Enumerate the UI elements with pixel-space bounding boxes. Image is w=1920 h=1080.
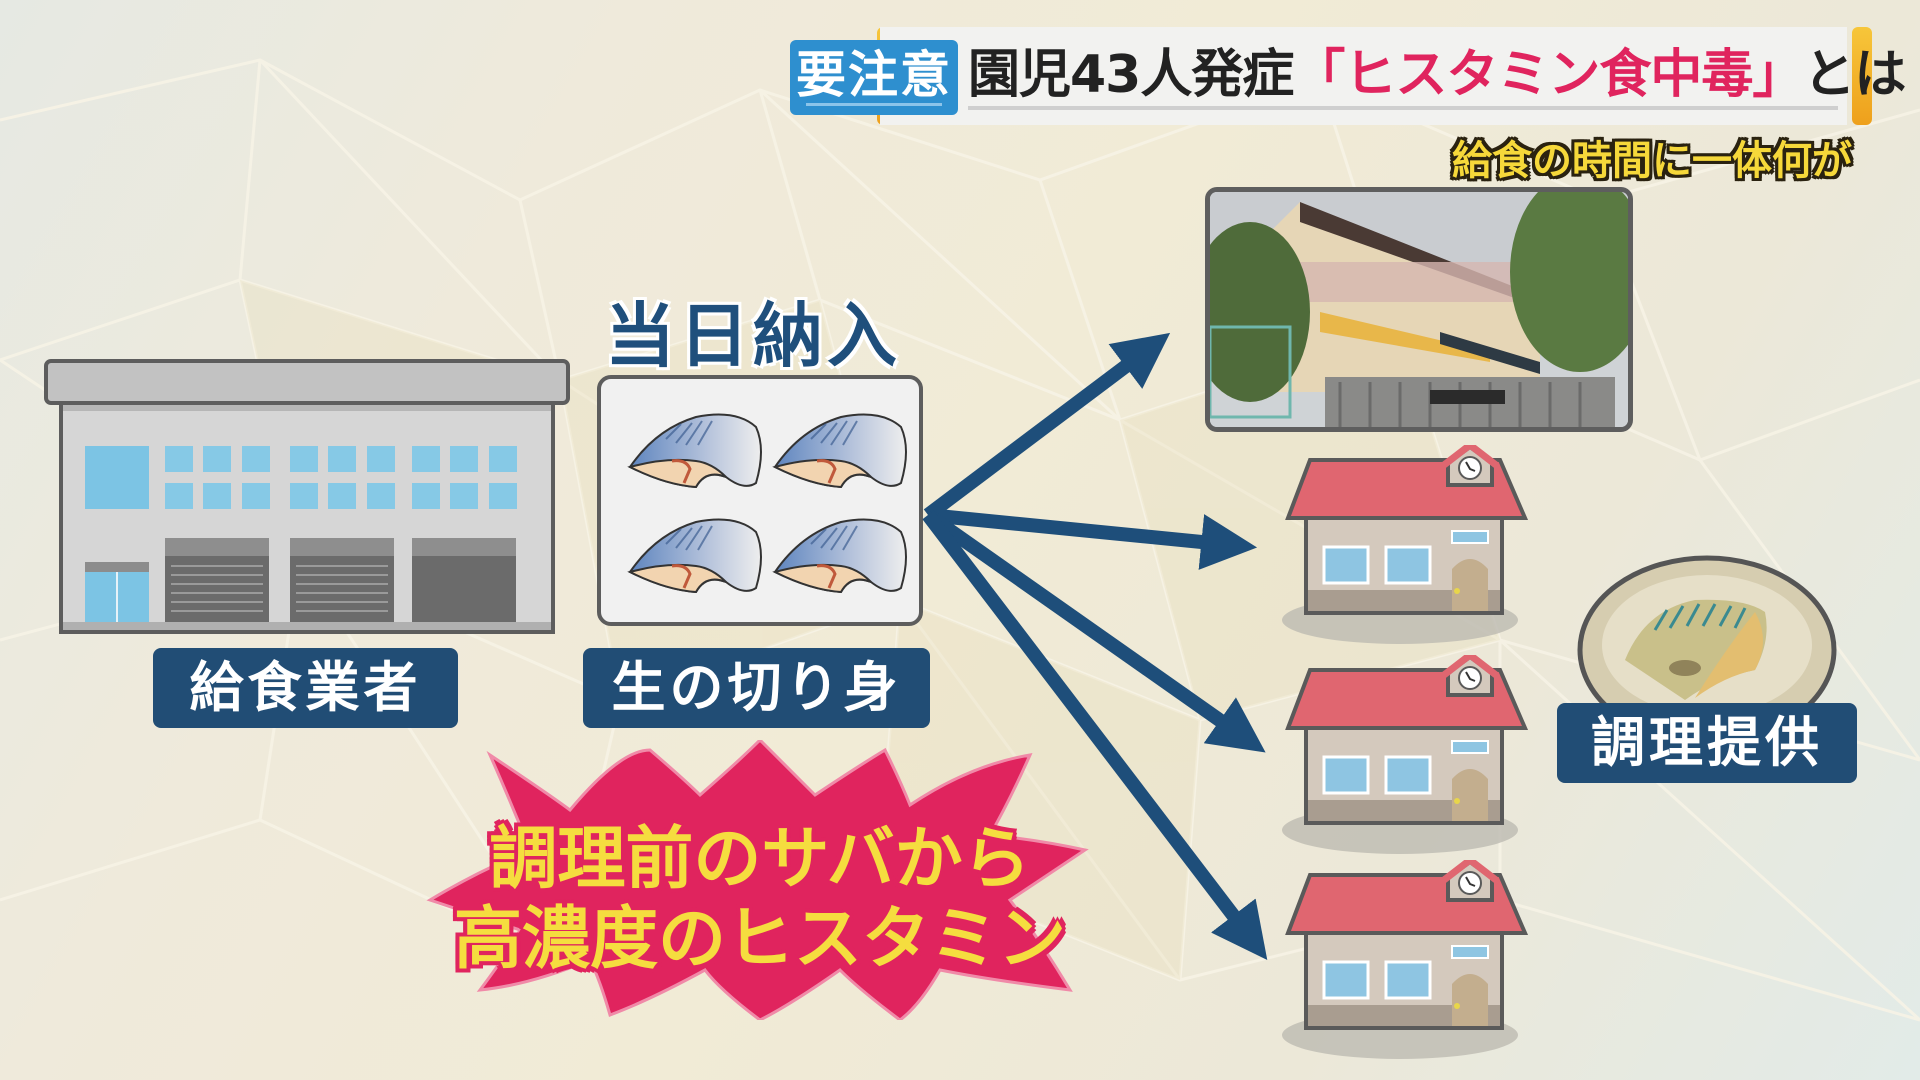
arrow-to-school-3	[922, 510, 1268, 961]
arrow-to-school-1	[927, 508, 1258, 570]
served-label: 調理提供	[1557, 703, 1857, 783]
raw-fillets-label: 生の切り身	[583, 648, 930, 728]
nursery-school-photo	[1205, 187, 1633, 432]
delivery-heading: 当日納入	[605, 295, 901, 377]
factory-building-icon	[44, 359, 570, 634]
warning-line-2: 高濃度のヒスタミン	[453, 900, 1066, 979]
supplier-label: 給食業者	[153, 648, 458, 728]
warning-text: 調理前のサバから 高濃度のヒスタミン	[420, 820, 1100, 980]
school-building-icon	[1282, 860, 1529, 1059]
cooked-mackerel-plate-icon	[1577, 555, 1837, 745]
title-underline	[968, 106, 1838, 110]
title-accent-right	[1852, 27, 1872, 125]
headline-highlight: 「ヒスタミン食中毒」	[1293, 45, 1804, 105]
arrow-to-school-2	[923, 509, 1266, 753]
arrow-to-photo	[923, 332, 1171, 521]
headline-prefix: 園児43人発症	[968, 45, 1294, 105]
headline: 園児43人発症「ヒスタミン食中毒」とは	[968, 40, 1906, 110]
warning-burst-shape	[426, 740, 1089, 1020]
headline-suffix: とは	[1803, 45, 1906, 105]
school-building-icon	[1282, 445, 1529, 644]
subtitle: 給食の時間に一体何が	[1452, 138, 1852, 184]
caution-badge: 要注意	[790, 40, 958, 115]
school-building-icon	[1282, 655, 1529, 854]
warning-line-1: 調理前のサバから	[489, 820, 1031, 899]
raw-fillets-box	[597, 375, 923, 626]
badge-underline	[806, 103, 942, 106]
